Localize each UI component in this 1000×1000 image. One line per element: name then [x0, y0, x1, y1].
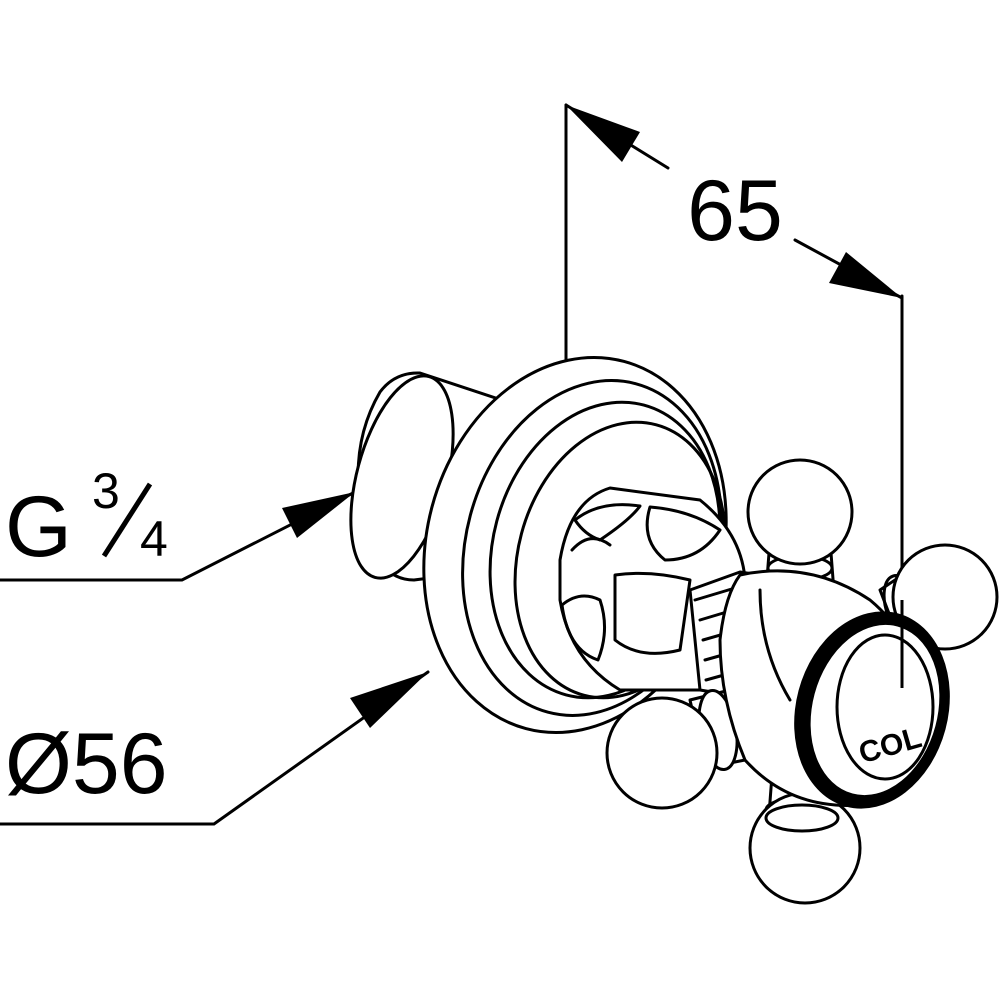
diameter-leader [0, 670, 430, 826]
diameter-value: Ø56 [5, 716, 168, 812]
thread-size-label: G [5, 479, 72, 575]
depth-arrowhead-upper [566, 105, 640, 162]
fraction-slash [101, 482, 153, 558]
depth-arrowhead-lower [829, 252, 902, 298]
depth-value: 65 [687, 163, 783, 259]
thread-size-denominator: 4 [140, 511, 168, 567]
thread-size-letter: G [5, 479, 72, 575]
thread-size-numerator: 3 [92, 463, 120, 519]
diameter-leader-arrowhead [350, 672, 428, 728]
indicator-cap [794, 611, 950, 809]
thread-leader-arrowhead [282, 492, 355, 538]
valve-illustration [349, 356, 999, 905]
